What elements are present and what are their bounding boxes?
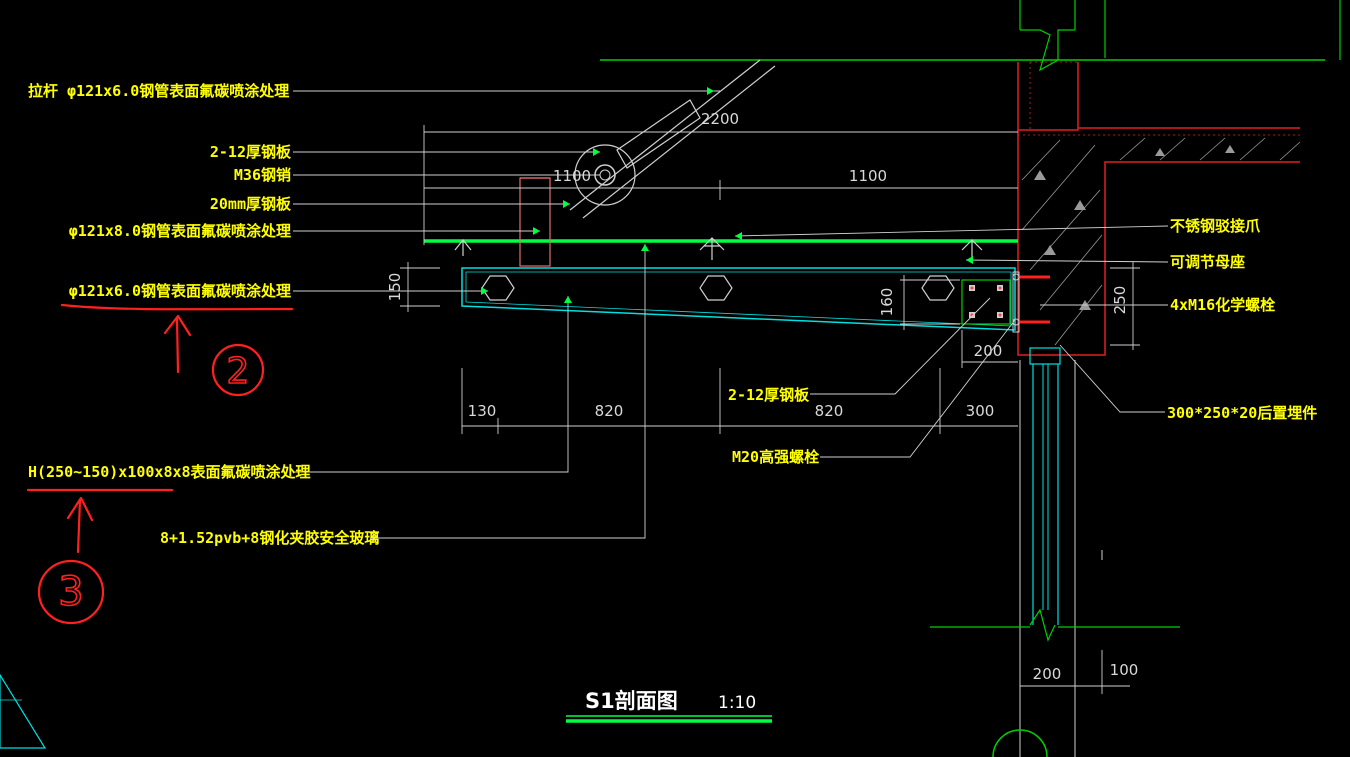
dim-820-left: 820: [595, 402, 624, 420]
dim-160: 160: [878, 288, 896, 317]
glass-canopy: [424, 177, 1018, 267]
underline-mark-1: [60, 303, 294, 311]
pipe-2: [699, 275, 733, 301]
corner-triangle: [0, 673, 47, 749]
pipe-1: [481, 275, 515, 301]
dim-150: 150: [386, 273, 404, 302]
label-steel-plate-bottom: 2-12厚钢板: [728, 386, 810, 404]
pipe-3: [921, 275, 955, 301]
label-tie-rod: 拉杆 φ121x6.0钢管表面氟碳喷涂处理: [28, 82, 289, 100]
label-hs-bolt: M20高强螺栓: [732, 448, 819, 466]
title-text: S1剖面图: [585, 689, 678, 713]
dim-130: 130: [468, 402, 497, 420]
tie-rod: [569, 59, 776, 219]
label-nut-seat: 可调节母座: [1170, 253, 1245, 271]
dim-300: 300: [966, 402, 995, 420]
dim-200-bottom: 200: [1033, 665, 1062, 683]
dim-1100-left: 1100: [553, 167, 591, 185]
label-embed: 300*250*20后置埋件: [1167, 404, 1317, 422]
h-beam: [461, 267, 1050, 333]
label-pin: M36钢销: [234, 166, 291, 184]
red-markup: 2 3: [26, 303, 294, 625]
drawing-title: S1剖面图 1:10: [566, 689, 772, 723]
dim-200-top: 200: [974, 342, 1003, 360]
dim-100: 100: [1110, 661, 1139, 679]
label-chem-bolt: 4xM16化学螺栓: [1170, 296, 1275, 314]
dim-820-right: 820: [815, 402, 844, 420]
scale-text: 1:10: [718, 693, 756, 713]
leader-lines: [293, 90, 1169, 539]
dim-1100-right: 1100: [849, 167, 887, 185]
labels: 拉杆 φ121x6.0钢管表面氟碳喷涂处理 2-12厚钢板 M36钢销 20mm…: [28, 82, 1317, 547]
label-pipe-121x8: φ121x8.0钢管表面氟碳喷涂处理: [69, 222, 291, 240]
circle-mark-3: [37, 559, 105, 625]
label-claw: 不锈钢驳接爪: [1170, 217, 1261, 235]
circle-mark-2: [211, 343, 265, 397]
dimension-text: 2200 1100 1100 150 160 250 200 130 820 8…: [386, 110, 1138, 683]
dimension-lines: [400, 125, 1140, 694]
arrow-mark-1: [163, 314, 192, 374]
circled-number-2: 2: [227, 351, 250, 392]
dim-2200: 2200: [701, 110, 739, 128]
label-h-beam: H(250~150)x100x8x8表面氟碳喷涂处理: [28, 463, 311, 481]
label-plate-20mm: 20mm厚钢板: [210, 195, 292, 213]
label-glass: 8+1.52pvb+8钢化夹胶安全玻璃: [160, 529, 379, 547]
label-pipe-121x6: φ121x6.0钢管表面氟碳喷涂处理: [69, 282, 291, 300]
wall-structure: [600, 0, 1341, 757]
dim-250: 250: [1111, 286, 1129, 315]
label-steel-plate-top: 2-12厚钢板: [210, 143, 292, 161]
arrow-mark-2: [66, 496, 94, 554]
circled-number-3: 3: [58, 569, 83, 615]
leader-arrows: [481, 87, 973, 303]
